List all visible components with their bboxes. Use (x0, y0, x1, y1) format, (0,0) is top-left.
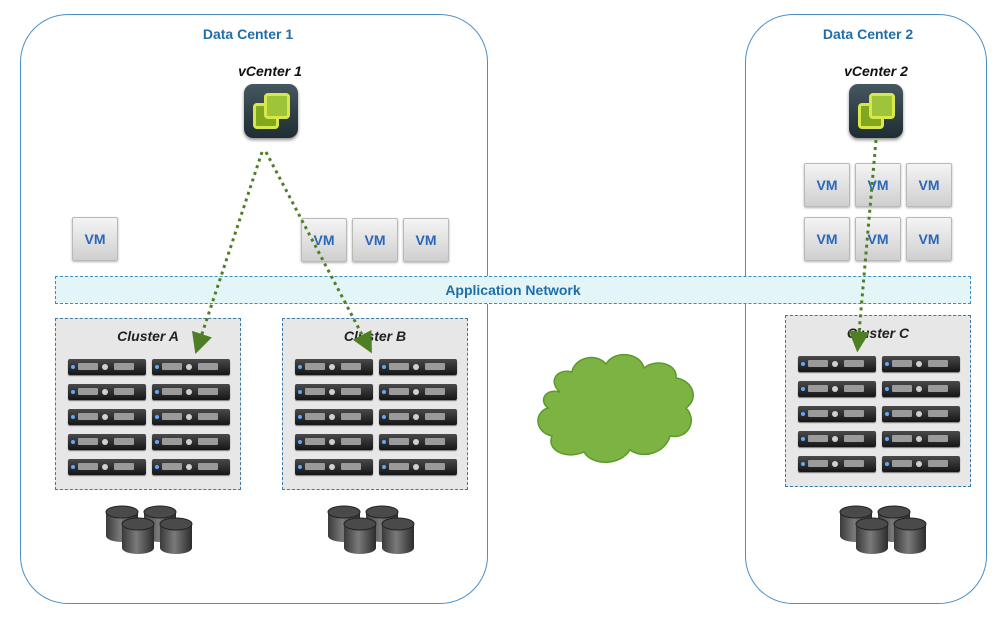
vm-box: VM (403, 218, 449, 262)
storage-icon (839, 505, 927, 554)
vcenter-2-label: vCenter 2 (844, 63, 908, 79)
server-icon (152, 459, 230, 475)
cluster-a-title: Cluster A (117, 328, 179, 344)
server-icon (798, 381, 876, 397)
server-icon (798, 456, 876, 472)
datacenter-1-title: Data Center 1 (202, 26, 294, 42)
server-icon (882, 381, 960, 397)
server-icon (882, 356, 960, 372)
server-icon (798, 356, 876, 372)
server-icon (68, 359, 146, 375)
cluster-b: Cluster B (282, 318, 468, 490)
management-link (848, 139, 878, 353)
vm-box: VM (804, 163, 850, 207)
server-icon (379, 359, 457, 375)
vm-box: VM (804, 217, 850, 261)
storage-icon (105, 505, 193, 554)
server-icon (68, 434, 146, 450)
vcenter-1-label: vCenter 1 (238, 63, 302, 79)
server-icon (882, 456, 960, 472)
server-icon (152, 384, 230, 400)
server-icon (68, 409, 146, 425)
server-icon (295, 409, 373, 425)
vm-box: VM (906, 163, 952, 207)
vm-box: VM (906, 217, 952, 261)
datacenter-2-title: Data Center 2 (822, 26, 914, 42)
server-icon (295, 384, 373, 400)
server-icon (379, 384, 457, 400)
server-icon (295, 434, 373, 450)
vm-box: VM (72, 217, 118, 261)
vm-box: VM (352, 218, 398, 262)
application-network: Application Network (55, 276, 971, 304)
server-icon (152, 409, 230, 425)
server-icon (882, 431, 960, 447)
server-icon (152, 434, 230, 450)
server-icon (152, 359, 230, 375)
vcenter-icon (244, 84, 298, 138)
server-icon (68, 384, 146, 400)
storage-icon (327, 505, 415, 554)
management-link (264, 151, 372, 354)
vcenter-icon (849, 84, 903, 138)
vm-box: VM (301, 218, 347, 262)
server-icon (379, 409, 457, 425)
server-icon (295, 459, 373, 475)
server-icon (379, 434, 457, 450)
vm-box: VM (855, 163, 901, 207)
vm-box: VM (855, 217, 901, 261)
server-icon (882, 406, 960, 422)
server-icon (295, 359, 373, 375)
cloud-icon (537, 354, 694, 463)
application-network-label: Application Network (445, 282, 581, 298)
server-icon (798, 431, 876, 447)
server-icon (68, 459, 146, 475)
server-icon (379, 459, 457, 475)
server-icon (798, 406, 876, 422)
cluster-a: Cluster A (55, 318, 241, 490)
management-link (191, 151, 264, 354)
